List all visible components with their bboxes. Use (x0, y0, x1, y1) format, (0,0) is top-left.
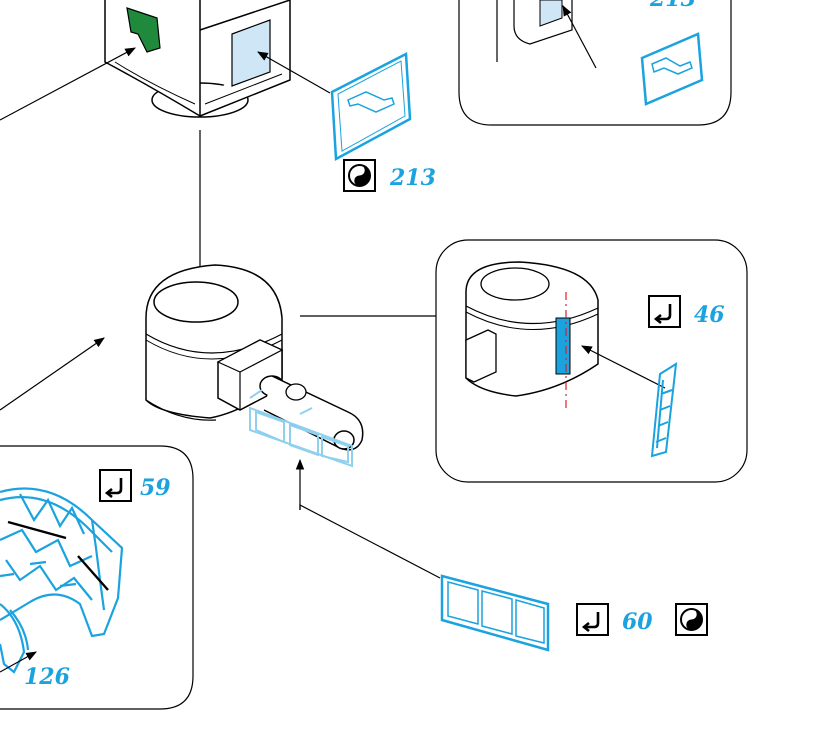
top-turret-drawing (0, 0, 331, 121)
right-inset-46: 46 (435, 239, 748, 483)
part-number-213: 213 (389, 165, 436, 191)
part-number-126: 126 (24, 664, 70, 690)
etched-frame-part-59 (0, 487, 124, 674)
bend-arrow-icon-46 (647, 294, 682, 329)
top-right-inset: 213 (458, 0, 732, 126)
part-number-60: 60 (622, 609, 653, 635)
green-panel (126, 7, 161, 53)
callout-60: 60 (575, 602, 708, 637)
bend-arrow-icon (575, 602, 610, 637)
part-number-213-partial: 213 (649, 0, 696, 12)
center-turret-drawing (145, 264, 436, 468)
part-number-46: 46 (694, 302, 725, 328)
window-frame-part (440, 574, 550, 652)
glass-panel (231, 19, 271, 87)
paint-callout-213: 213 (343, 159, 436, 192)
glass-pane-part (330, 52, 412, 162)
part-number-59: 59 (140, 475, 171, 501)
bottom-left-inset-59: 59 126 (0, 445, 194, 710)
yin-yang-icon (343, 159, 376, 192)
bend-arrow-icon-59 (98, 468, 133, 503)
yin-yang-icon-60 (675, 603, 708, 636)
